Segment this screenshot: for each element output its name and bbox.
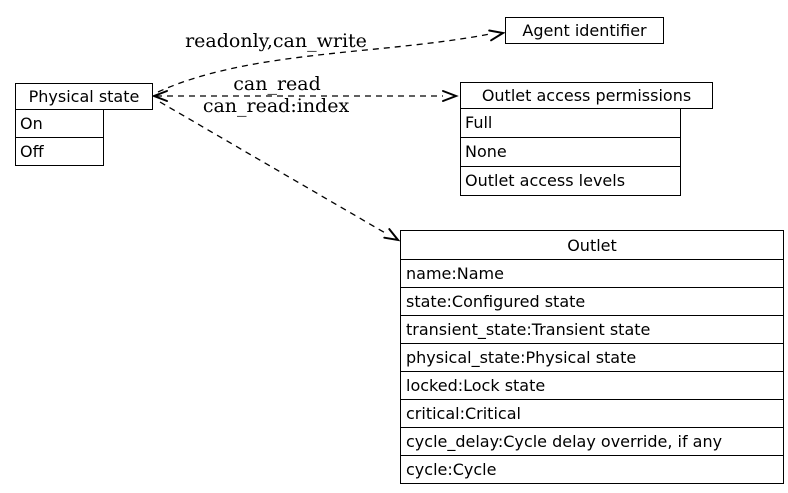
node-outlet-row-locked: locked:Lock state <box>401 372 783 400</box>
arrowhead-into-outlet-icon <box>383 228 401 242</box>
node-outlet-row-critical: critical:Critical <box>401 400 783 428</box>
node-outlet-access-permissions-header: Outlet access permissions <box>460 82 713 109</box>
node-outlet-row-transient-state: transient_state:Transient state <box>401 316 783 344</box>
arrowhead-into-agent-identifier-icon <box>488 29 506 42</box>
node-physical-state-header: Physical state <box>15 83 153 110</box>
node-outlet-row-cycle-delay: cycle_delay:Cycle delay override, if any <box>401 428 783 456</box>
arrowhead-into-outlet-access-permissions-icon <box>442 90 459 102</box>
node-outlet-row-cycle: cycle:Cycle <box>406 460 497 479</box>
node-outlet-header: Outlet <box>401 231 783 260</box>
node-outlet-row-physical-state: physical_state:Physical state <box>401 344 783 372</box>
edge-label-can-read-index: can_read:index <box>202 95 350 117</box>
node-outlet-access-permissions-row-levels: Outlet access levels <box>460 166 681 196</box>
edge-can-read-index-line <box>159 101 388 235</box>
node-physical-state-row-on: On <box>15 109 104 138</box>
arrowhead-into-physical-state-icon <box>151 90 168 102</box>
edge-label-readonly-can-write: readonly,can_write <box>185 30 367 52</box>
node-outlet-access-permissions-row-full: Full <box>460 108 681 138</box>
node-outlet-table: Outlet name:Name state:Configured state … <box>400 230 784 484</box>
node-physical-state-row-off: Off <box>15 137 104 166</box>
edge-label-can-read: can_read <box>233 73 321 95</box>
node-outlet-row-name: name:Name <box>401 260 783 288</box>
node-agent-identifier: Agent identifier <box>505 17 664 44</box>
node-outlet-row-state: state:Configured state <box>401 288 783 316</box>
node-outlet-access-permissions-row-none: None <box>460 137 681 167</box>
